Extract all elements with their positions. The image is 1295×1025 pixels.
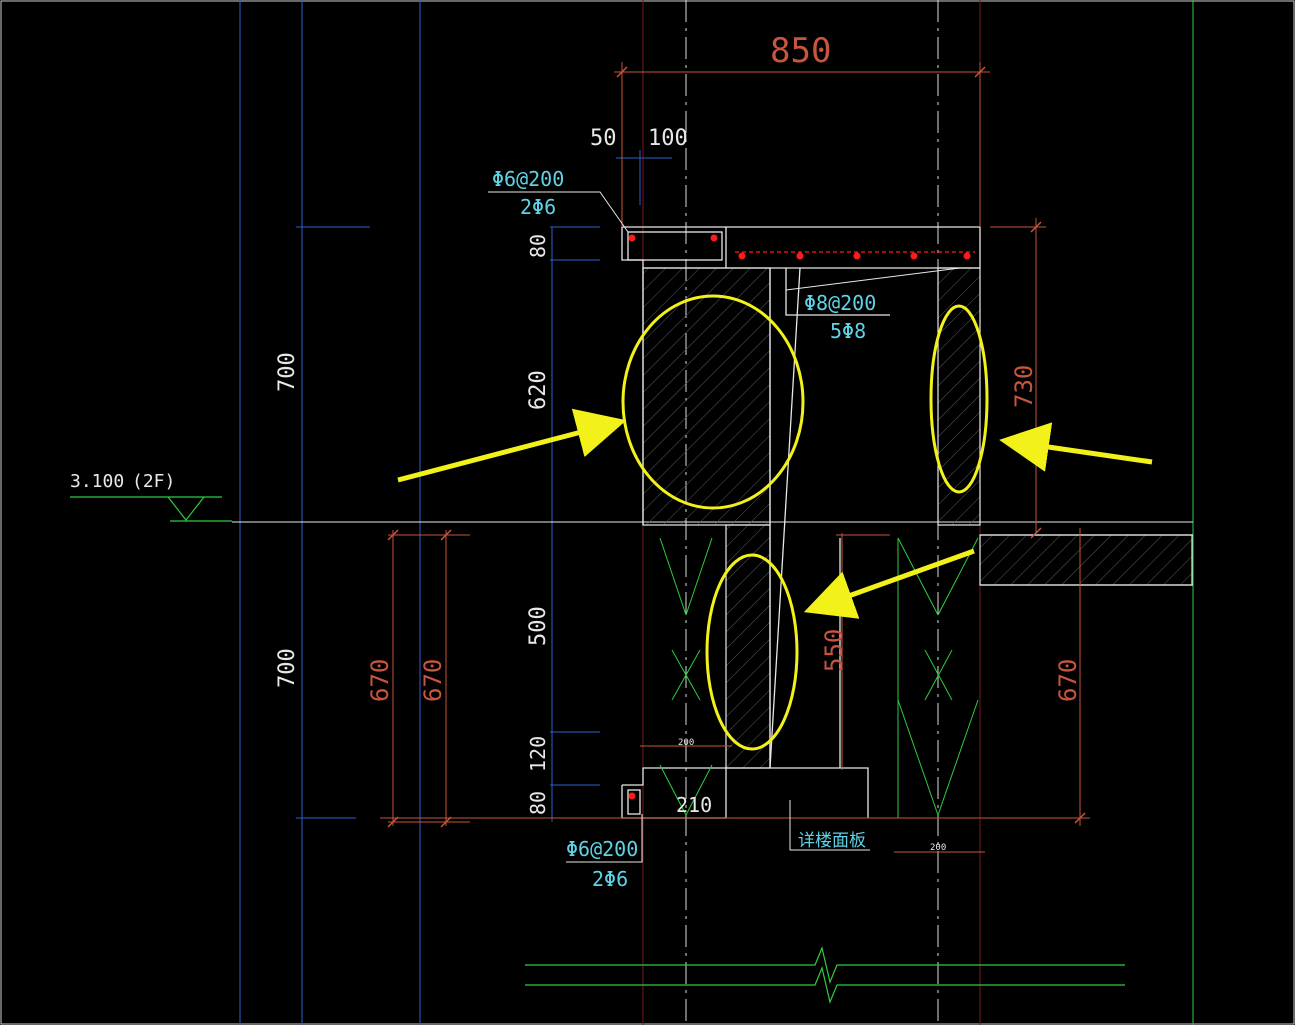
dim-200-right: 200 — [930, 843, 946, 853]
beam-outline — [621, 226, 1193, 819]
arrow-bottom — [803, 548, 975, 619]
dim-670-right: 670 — [1054, 659, 1082, 702]
note-floor-slab: 详楼面板 — [798, 831, 866, 851]
dim-50: 50 — [590, 126, 617, 151]
rebar-label-bot-stirrup: Φ6@200 — [566, 837, 638, 861]
dim-670-a: 670 — [366, 659, 394, 702]
dim-620: 620 — [526, 370, 551, 410]
highlight-ellipse-right — [929, 304, 989, 494]
dim-730: 730 — [1010, 365, 1038, 408]
dim-700-top: 700 — [275, 352, 300, 392]
highlight-ellipse-bottom — [705, 553, 799, 751]
dim-850: 850 — [770, 31, 831, 71]
rebar-label-mid-bars: 5Φ8 — [830, 319, 866, 343]
dim-550: 550 — [820, 629, 848, 672]
highlight-ellipse-left — [621, 294, 805, 510]
rebar-leaders — [488, 191, 961, 863]
dim-80-bot: 80 — [526, 791, 550, 815]
dim-120: 120 — [526, 736, 550, 772]
level-marker — [70, 496, 232, 522]
dimension-ticks — [387, 66, 1086, 828]
dim-500: 500 — [526, 606, 551, 646]
dim-80-top: 80 — [526, 234, 550, 258]
rebar-label-top-bars: 2Φ6 — [520, 195, 556, 219]
dim-210: 210 — [676, 793, 712, 817]
arrow-right — [999, 422, 1153, 472]
rebar-label-mid-stirrup: Φ8@200 — [804, 291, 876, 315]
dim-200-left: 200 — [678, 738, 694, 748]
dim-100: 100 — [648, 126, 688, 151]
concrete-hatch — [642, 267, 1193, 769]
highlight-arrows — [397, 408, 1153, 619]
grid-lines — [239, 0, 672, 1025]
level-floor: (2F) — [132, 471, 175, 492]
break-lines — [525, 946, 1125, 1004]
level-value: 3.100 — [70, 471, 124, 492]
rebar-label-bot-bars: 2Φ6 — [592, 867, 628, 891]
axis-lines — [685, 0, 939, 1025]
dim-670-b: 670 — [419, 659, 447, 702]
rebar-dots — [628, 234, 971, 800]
rebar-label-top-stirrup: Φ6@200 — [492, 167, 564, 191]
highlight-ellipses — [621, 294, 989, 751]
dim-700-bot: 700 — [275, 648, 300, 688]
small-dimension-lines — [640, 745, 985, 853]
arrow-left — [397, 408, 627, 483]
